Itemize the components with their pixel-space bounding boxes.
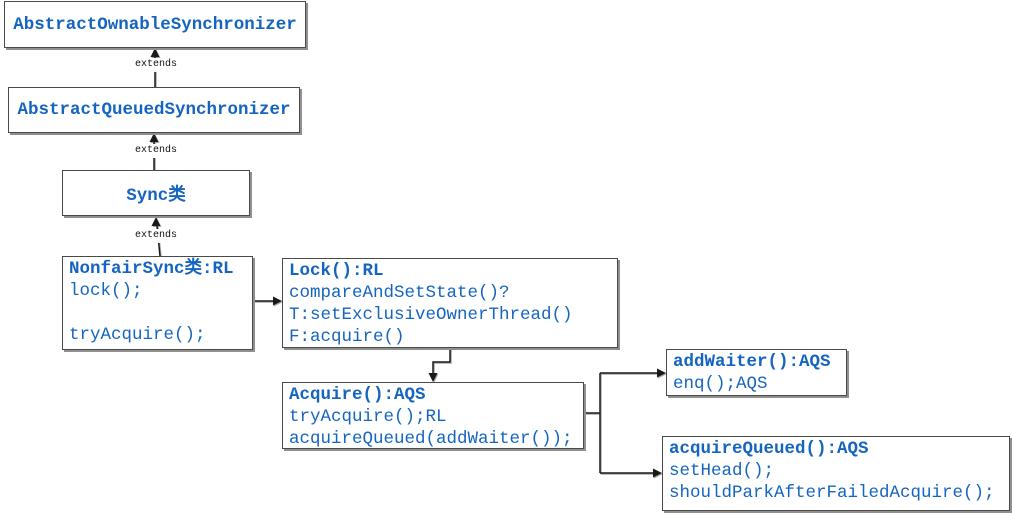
- branch-lines: [584, 372, 657, 474]
- call-arrowhead-addwaiter: [657, 368, 666, 378]
- class-box-nonfair-sync: NonfairSync类:RL lock(); tryAcquire();: [62, 256, 253, 350]
- box-title: acquireQueued():AQS: [669, 439, 869, 459]
- extends-label-3: extends: [128, 229, 184, 243]
- call-arrow-line-acquire: [432, 348, 451, 373]
- box-line: tryAcquire();RL: [289, 407, 447, 427]
- box-line-blank: [69, 302, 246, 324]
- class-box-sync: Sync类: [62, 170, 250, 216]
- method-box-add-waiter: addWaiter():AQS enq();AQS: [666, 349, 847, 396]
- call-arrowhead-lock: [273, 296, 282, 306]
- class-box-abstract-ownable-synchronizer: AbstractOwnableSynchronizer: [4, 1, 306, 48]
- extends-label-1: extends: [128, 58, 184, 72]
- method-box-acquire: Acquire():AQS tryAcquire();RL acquireQue…: [282, 382, 584, 449]
- box-title: NonfairSync类:RL: [69, 259, 234, 279]
- box-line: acquireQueued(addWaiter());: [289, 429, 573, 449]
- box-line: shouldParkAfterFailedAcquire();: [669, 483, 995, 503]
- extends-arrowhead-up-1: [150, 48, 160, 57]
- box-line: lock();: [69, 281, 143, 301]
- call-arrowhead-acquirequeued: [653, 468, 662, 478]
- box-line: F:acquire(): [289, 327, 405, 347]
- box-line: compareAndSetState()?: [289, 283, 510, 303]
- box-line: enq();AQS: [673, 374, 768, 394]
- box-line: tryAcquire();: [69, 325, 206, 345]
- box-title: addWaiter():AQS: [673, 352, 831, 372]
- extends-arrowhead-up-2: [149, 133, 159, 142]
- extends-label-2: extends: [128, 144, 184, 158]
- box-title: AbstractQueuedSynchronizer: [17, 100, 291, 120]
- extends-arrowhead-up-3: [151, 217, 161, 226]
- call-arrowhead-acquire: [428, 373, 438, 382]
- box-title: Acquire():AQS: [289, 385, 426, 405]
- box-title: Sync类: [126, 185, 186, 206]
- box-line: T:setExclusiveOwnerThread(): [289, 305, 573, 325]
- class-box-abstract-queued-synchronizer: AbstractQueuedSynchronizer: [8, 87, 300, 133]
- box-line: setHead();: [669, 461, 775, 481]
- method-box-acquire-queued: acquireQueued():AQS setHead(); shouldPar…: [662, 436, 1010, 511]
- method-box-lock: Lock():RL compareAndSetState()? T:setExc…: [282, 258, 618, 348]
- box-title: Lock():RL: [289, 261, 384, 281]
- box-title: AbstractOwnableSynchronizer: [13, 14, 297, 35]
